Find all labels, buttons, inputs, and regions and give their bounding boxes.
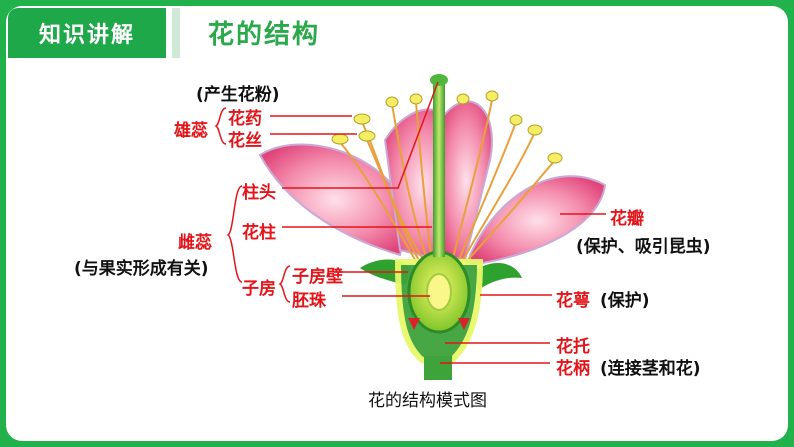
label-pistil: 雌蕊 (178, 233, 212, 253)
label-style: 花柱 (242, 223, 276, 243)
petal-back-right (439, 100, 493, 262)
label-ovule: 胚珠 (292, 291, 326, 311)
label-ovary: 子房 (242, 279, 276, 299)
petal-note: (保护、吸引昆虫) (576, 237, 711, 257)
pistil-note: (与果实形成有关) (74, 259, 209, 279)
label-stamen: 雄蕊 (174, 121, 208, 141)
label-pedicel: 花柄 (556, 359, 590, 379)
label-anther: 花药 (228, 109, 262, 129)
sepal-right (475, 263, 522, 290)
label-ovary-wall: 子房壁 (292, 267, 343, 287)
sepal-note: (保护) (600, 291, 650, 311)
section-badge: 知识讲解 (8, 8, 166, 58)
stigma (430, 74, 448, 86)
badge-divider (172, 8, 180, 58)
style (433, 82, 445, 257)
pedicel (424, 356, 452, 380)
label-sepal: 花萼 (556, 291, 590, 311)
pollen-note: (产生花粉) (196, 85, 280, 105)
pedicel-note: (连接茎和花) (600, 359, 701, 379)
label-filament: 花丝 (228, 131, 262, 151)
ovule (426, 273, 452, 311)
label-stigma: 柱头 (242, 183, 276, 203)
petal-right (469, 175, 607, 267)
label-receptacle: 花托 (556, 337, 590, 357)
slide-title: 花的结构 (208, 20, 321, 50)
diagram-caption: 花的结构模式图 (368, 391, 487, 411)
label-petal: 花瓣 (610, 209, 644, 229)
